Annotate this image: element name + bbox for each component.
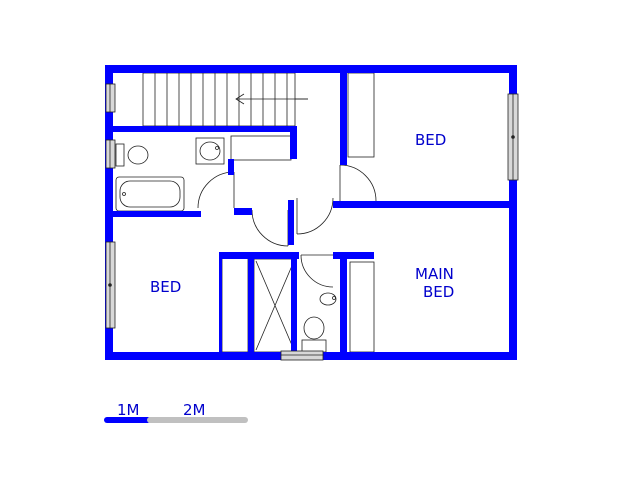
toilet-icon [115, 143, 149, 167]
counter-icon [230, 135, 292, 161]
door-main-bed [296, 197, 334, 235]
staircase [142, 72, 308, 127]
bathtub-icon [115, 176, 185, 212]
basin-icon [195, 137, 225, 165]
room-label-bed: BED [415, 131, 446, 149]
room-label-main: MAIN [415, 265, 454, 283]
scale-bar: 1M 2M [104, 401, 248, 423]
room-label-main-bed: BED [423, 283, 454, 301]
cupboard-hall [253, 258, 297, 353]
cupboard-bed-top-right [347, 72, 375, 158]
door-bed-left [251, 209, 289, 247]
door-bed-top-right [339, 164, 377, 202]
room-label-bed-left: BED [150, 278, 181, 296]
door-bathroom [197, 171, 235, 209]
stair-arrow-icon [235, 93, 308, 105]
cupboard-bed-left [221, 257, 249, 353]
door-ensuite [300, 254, 334, 288]
ensuite-basin-icon [319, 292, 337, 306]
ensuite-toilet-icon [301, 316, 327, 353]
scale-label-1m: 1M [117, 401, 140, 419]
scale-label-2m: 2M [183, 401, 206, 419]
windows [105, 83, 519, 361]
cupboard-main-bed [349, 261, 375, 353]
